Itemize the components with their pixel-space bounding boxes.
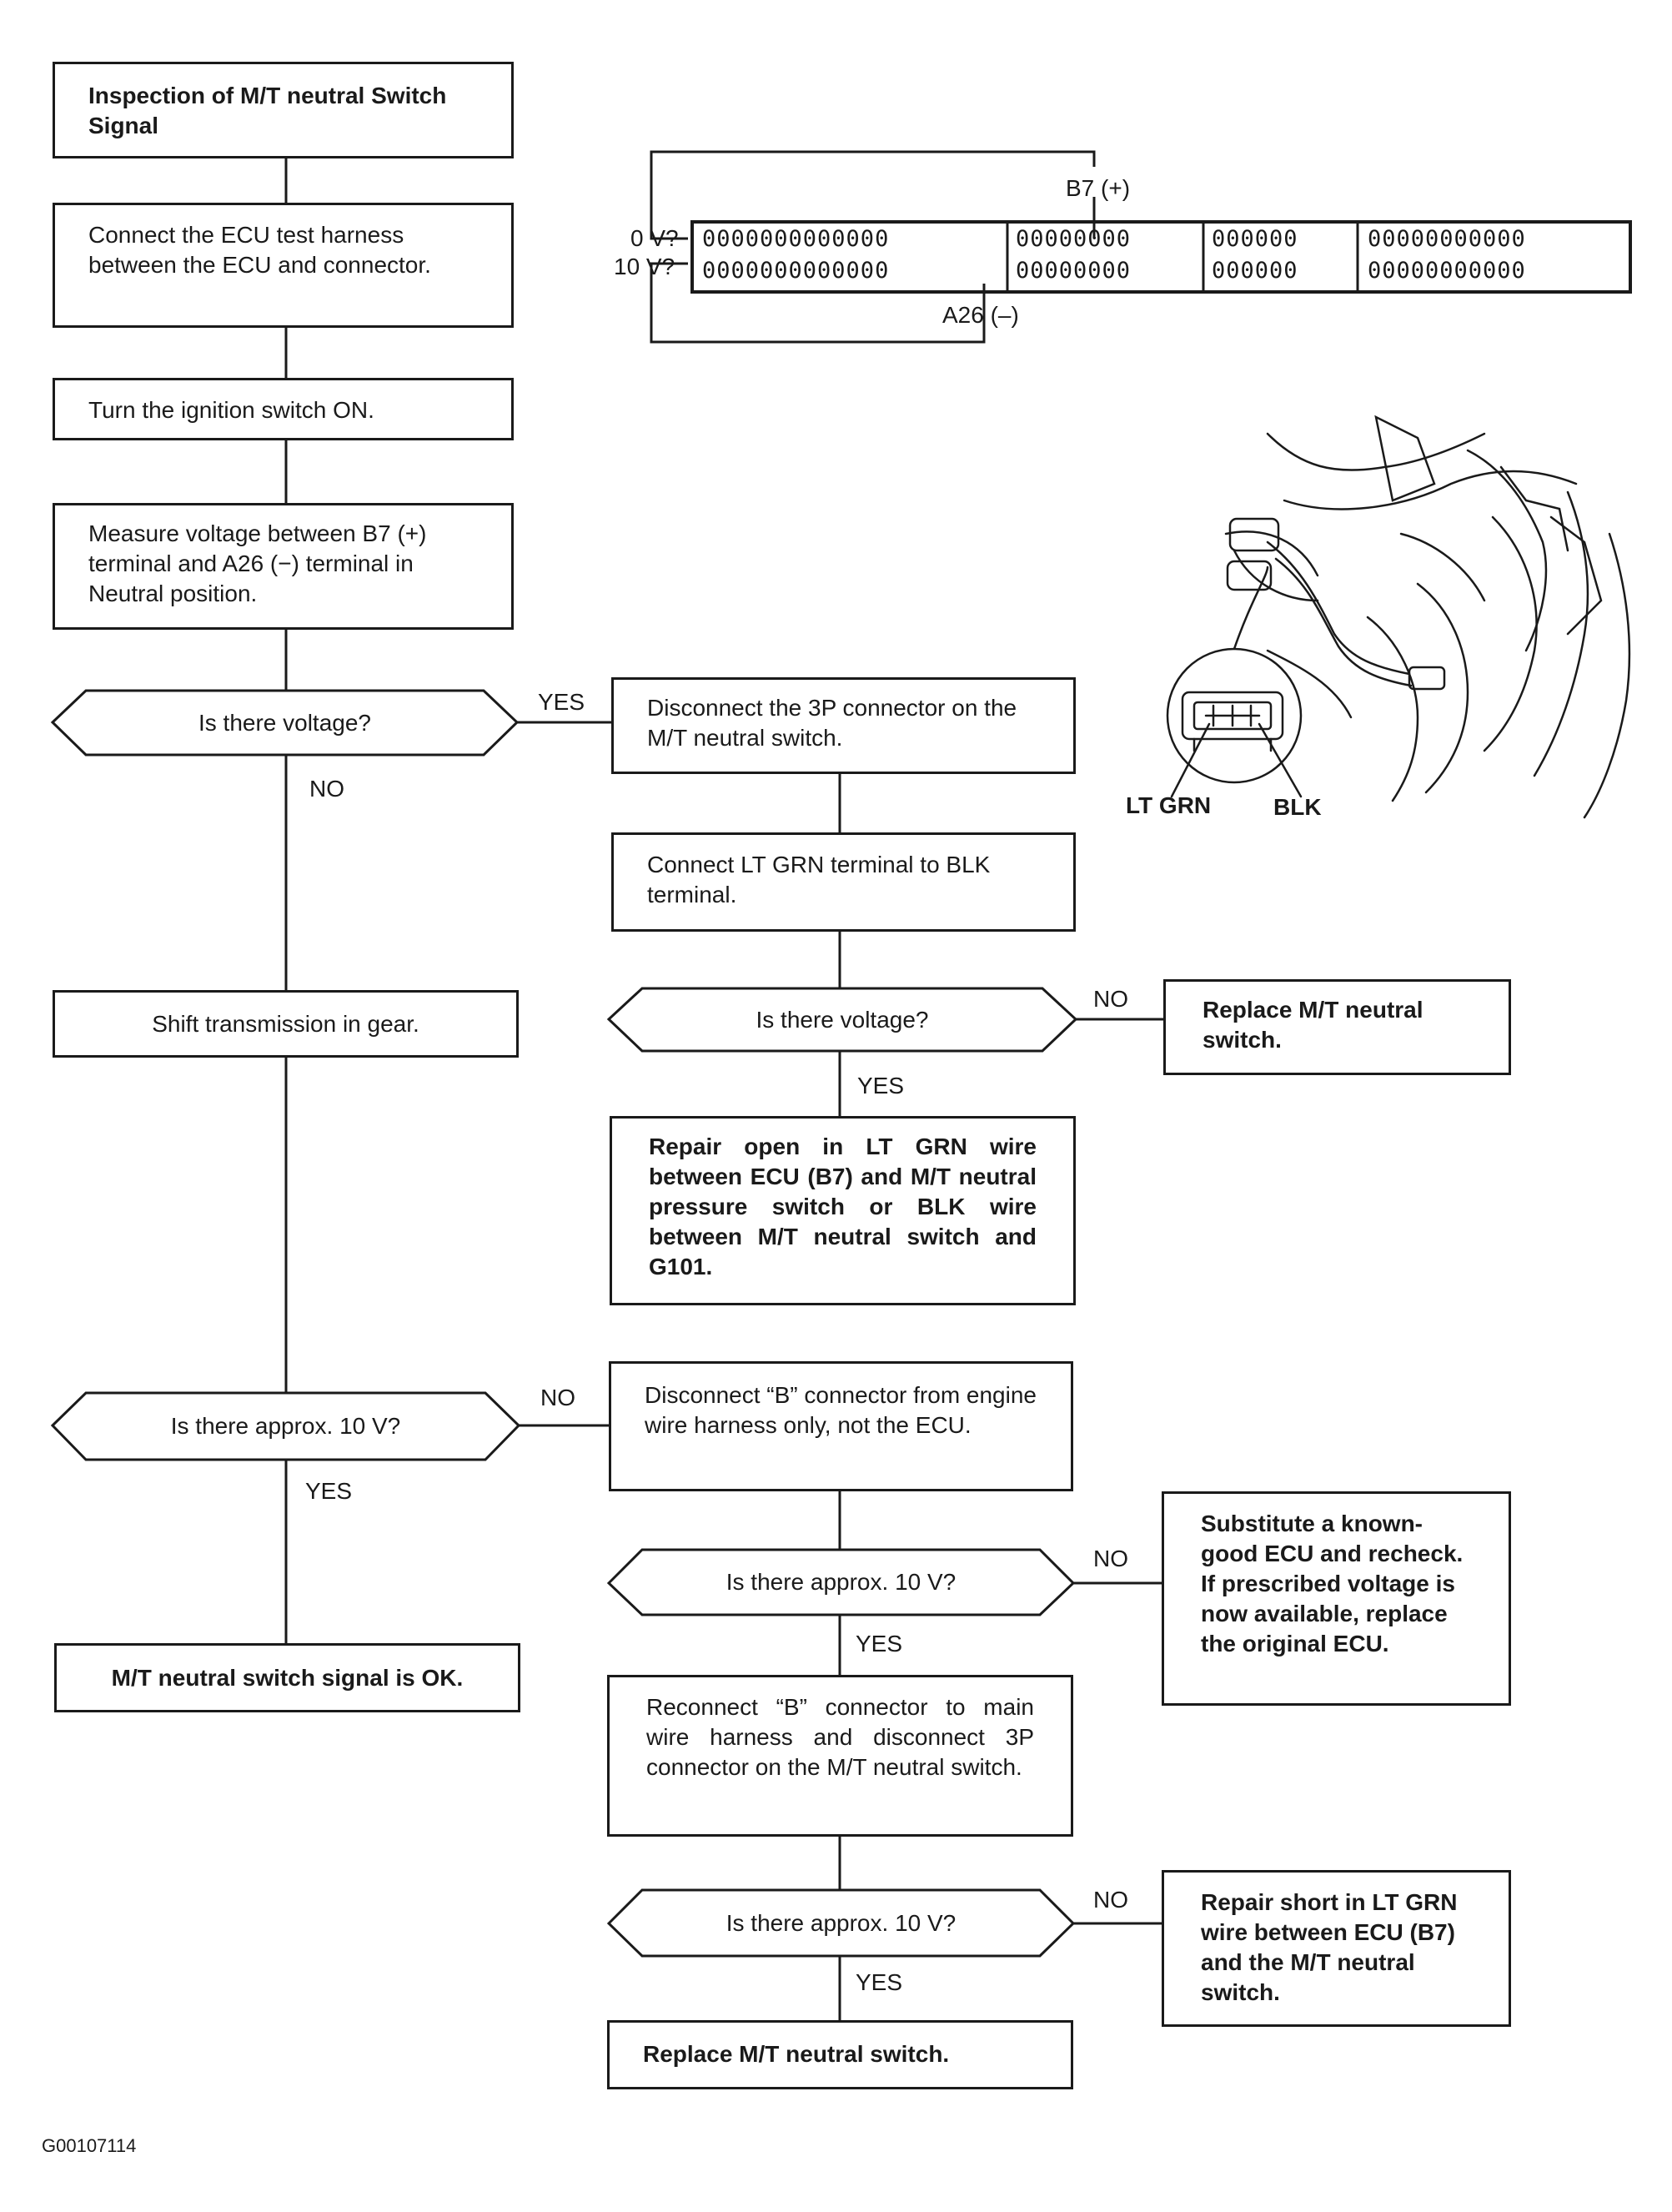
reconnect-b-box: Reconnect “B” connector to main wire har…	[607, 1675, 1073, 1837]
yes-label-3: YES	[305, 1478, 353, 1504]
decision-10v-1: Is there approx. 10 V?	[170, 1413, 401, 1439]
no-label-5: NO	[1093, 1887, 1128, 1913]
signal-ok-box: M/T neutral switch signal is OK.	[54, 1643, 520, 1712]
no-label-1: NO	[309, 776, 344, 802]
decision-voltage-2: Is there voltage?	[756, 1006, 929, 1033]
shift-gear-box: Shift transmission in gear.	[53, 990, 519, 1058]
blk-label: BLK	[1273, 794, 1322, 820]
yes-label-5: YES	[856, 1969, 903, 1995]
b7-label: B7 (+)	[1066, 175, 1131, 201]
substitute-ecu-box: Substitute a known-good ECU and recheck.…	[1162, 1491, 1511, 1706]
replace-switch-box-2: Replace M/T neutral switch.	[607, 2020, 1073, 2089]
repair-short-box: Repair short in LT GRN wire between ECU …	[1162, 1870, 1511, 2027]
connect-ltgrn-box: Connect LT GRN terminal to BLK terminal.	[611, 832, 1076, 932]
a26-label: A26 (–)	[942, 302, 1019, 328]
pin-row-a-top: 0000000000000	[702, 226, 890, 252]
start-box: Inspection of M/T neutral Switch Signal	[53, 62, 514, 158]
yes-label-4: YES	[856, 1631, 903, 1656]
pin-row-d-bottom: 00000000000	[1368, 258, 1526, 284]
figure-code: G00107114	[42, 2135, 137, 2156]
pin-row-c-top: 000000	[1212, 226, 1298, 252]
disconnect-b-box: Disconnect “B” connector from engine wir…	[609, 1361, 1073, 1491]
pin-row-d-top: 00000000000	[1368, 226, 1526, 252]
zero-volt-label: 0 V?	[630, 225, 679, 251]
decision-10v-2: Is there approx. 10 V?	[726, 1569, 957, 1595]
pin-row-b-bottom: 00000000	[1016, 258, 1132, 284]
no-label-3: NO	[540, 1385, 575, 1410]
lt-grn-label: LT GRN	[1126, 792, 1212, 818]
measure-voltage-box: Measure voltage between B7 (+) terminal …	[53, 503, 514, 630]
connect-harness-box: Connect the ECU test harness between the…	[53, 203, 514, 328]
yes-label-1: YES	[538, 689, 585, 715]
ignition-on-box: Turn the ignition switch ON.	[53, 378, 514, 440]
yes-label-2: YES	[857, 1073, 905, 1098]
decision-10v-3: Is there approx. 10 V?	[726, 1909, 957, 1936]
pin-row-a-bottom: 0000000000000	[702, 258, 890, 284]
no-label-2: NO	[1093, 986, 1128, 1012]
replace-switch-box-1: Replace M/T neutral switch.	[1163, 979, 1511, 1075]
repair-open-box: Repair open in LT GRN wire between ECU (…	[610, 1116, 1076, 1305]
pin-row-b-top: 00000000	[1016, 226, 1132, 252]
ecu-connector	[650, 150, 1632, 344]
switch-illustration-art	[1166, 415, 1631, 819]
ten-volt-label: 10 V?	[614, 254, 675, 279]
decision-voltage-1: Is there voltage?	[198, 709, 372, 736]
disconnect-3p-box: Disconnect the 3P connector on the M/T n…	[611, 677, 1076, 774]
no-label-4: NO	[1093, 1546, 1128, 1571]
pin-row-c-bottom: 000000	[1212, 258, 1298, 284]
